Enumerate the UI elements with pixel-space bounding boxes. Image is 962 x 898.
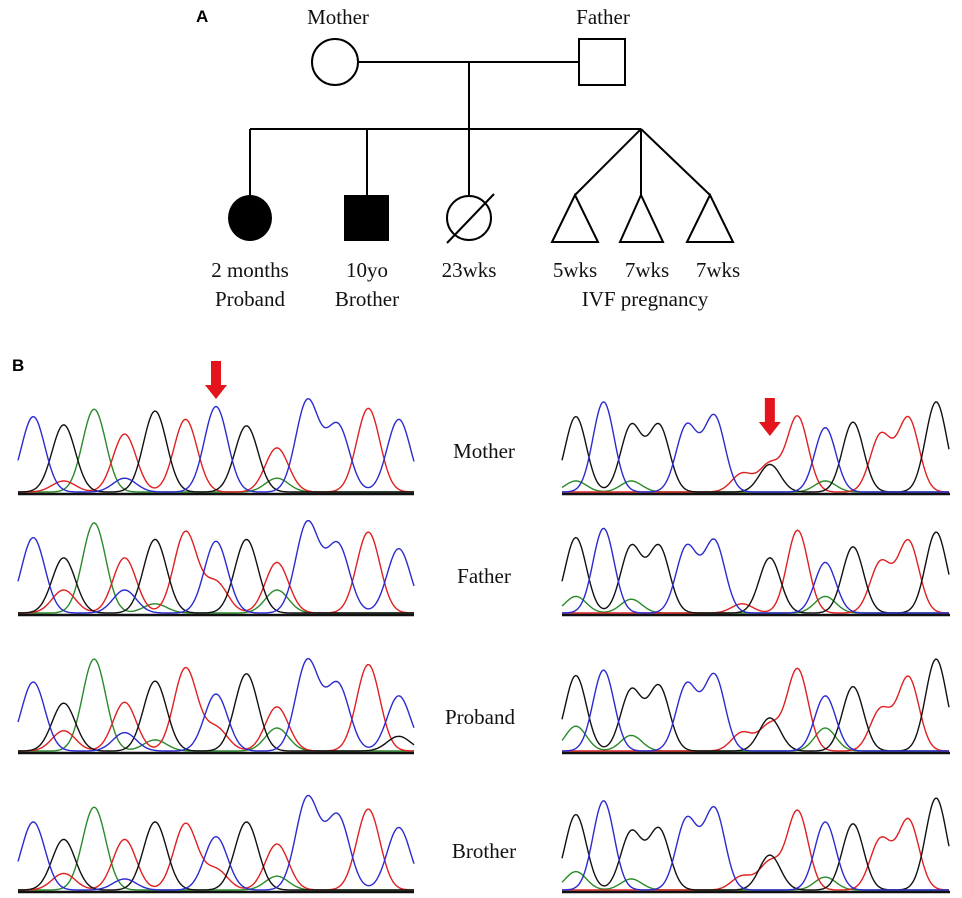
ivf2-symbol xyxy=(618,192,665,243)
trace-right-father-T xyxy=(562,529,950,614)
trace-left-father-C xyxy=(17,520,415,614)
trace-left-brother-T xyxy=(18,808,415,891)
trace-left-mother-C xyxy=(17,398,415,493)
trace-left-father-A xyxy=(18,522,414,614)
trace-right-brother-C xyxy=(561,800,949,891)
trace-left-mother-G xyxy=(18,410,414,493)
trace-left-proband-G xyxy=(18,673,415,752)
row-label-brother: Brother xyxy=(451,839,517,863)
variant-arrow-left xyxy=(205,361,227,399)
trace-right-proband-G xyxy=(561,658,950,752)
trace-right-brother-G xyxy=(561,797,950,891)
ivf2-age: 7wks xyxy=(624,258,670,282)
trace-right-mother-T xyxy=(562,414,950,493)
trace-left-brother-G xyxy=(18,821,414,891)
ivf1-symbol xyxy=(550,192,600,243)
variant-arrow-right xyxy=(758,398,781,436)
panel-b-label: B xyxy=(12,356,25,375)
ivf-branch-right xyxy=(640,128,711,196)
trace-left-proband-C xyxy=(17,658,415,752)
row-label-mother: Mother xyxy=(453,439,515,463)
panel-a-label: A xyxy=(196,7,209,26)
row-label-proband: Proband xyxy=(445,705,515,729)
row-label-father: Father xyxy=(457,564,511,588)
trace-right-brother-A xyxy=(561,870,949,891)
trace-right-mother-C xyxy=(561,401,949,493)
trace-left-mother-T xyxy=(18,407,415,493)
trace-right-father-C xyxy=(561,527,949,614)
trace-right-father-A xyxy=(561,595,949,614)
trace-right-father-G xyxy=(561,531,950,614)
brother-symbol xyxy=(344,195,389,241)
trace-right-brother-T xyxy=(562,809,950,891)
brother-role: Brother xyxy=(334,287,400,311)
loss23-age: 23wks xyxy=(441,258,497,282)
proband-symbol xyxy=(228,195,272,241)
ivf1-age: 5wks xyxy=(552,258,598,282)
trace-left-brother-C xyxy=(17,794,415,891)
father-label: Father xyxy=(576,5,630,29)
ivf-group-label: IVF pregnancy xyxy=(581,287,709,311)
ivf3-symbol xyxy=(685,192,735,243)
trace-right-mother-A xyxy=(561,480,949,493)
deceased-slash xyxy=(446,193,495,244)
proband-role: Proband xyxy=(215,287,285,311)
trace-right-proband-C xyxy=(561,669,949,752)
proband-age: 2 months xyxy=(211,258,289,282)
mother-label: Mother xyxy=(307,5,369,29)
trace-left-father-G xyxy=(18,538,414,614)
trace-right-proband-T xyxy=(562,667,950,752)
trace-left-proband-T xyxy=(18,664,415,752)
ivf-branch-left xyxy=(574,128,642,196)
brother-age: 10yo xyxy=(346,258,388,282)
trace-left-father-T xyxy=(18,530,415,614)
trace-right-mother-G xyxy=(561,401,950,493)
ivf3-age: 7wks xyxy=(695,258,741,282)
loss23-symbol xyxy=(446,195,492,241)
